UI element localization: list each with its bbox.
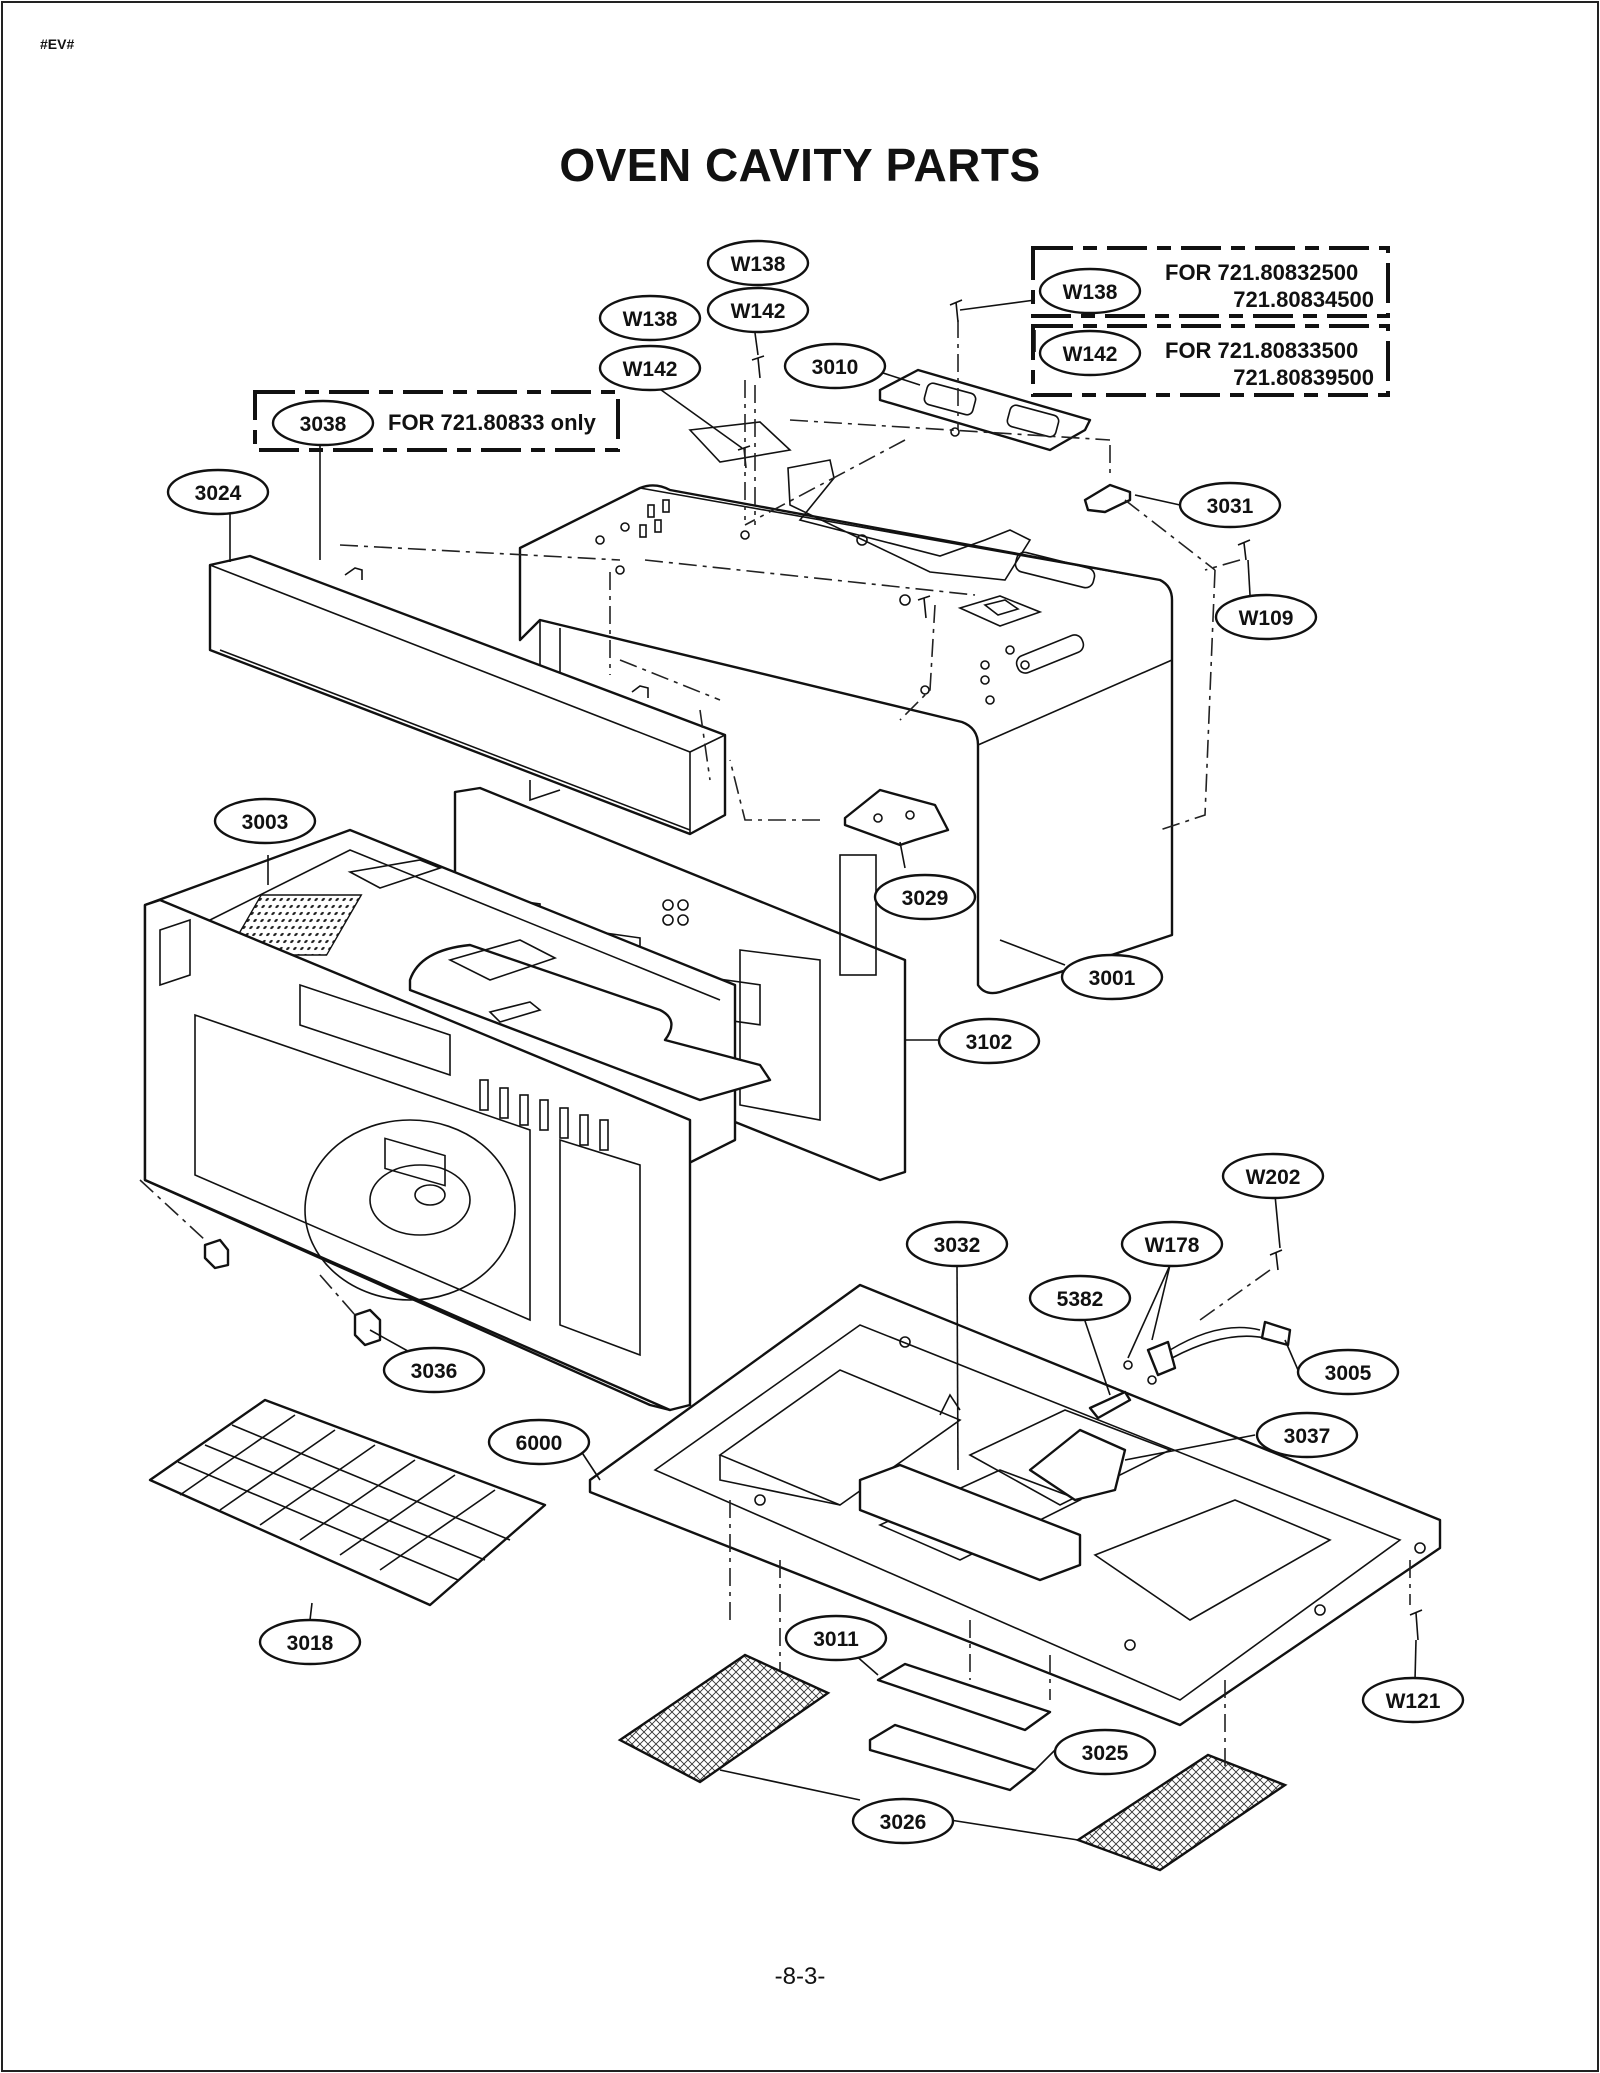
svg-text:3011: 3011 <box>813 1628 859 1651</box>
note-box-w142: FOR 721.80833500 721.80839500 <box>1031 324 1390 397</box>
base-plate-6000 <box>588 1283 1442 1727</box>
svg-text:W109: W109 <box>1239 607 1294 630</box>
svg-text:5382: 5382 <box>1057 1288 1104 1311</box>
svg-text:3001: 3001 <box>1089 967 1136 990</box>
page-number: -8-3- <box>774 1963 826 1990</box>
callout-3010: 3010 <box>783 342 887 390</box>
svg-text:3036: 3036 <box>411 1360 458 1383</box>
svg-text:3029: 3029 <box>902 887 949 910</box>
callout-w138-top: W138 <box>706 239 810 287</box>
svg-text:3018: 3018 <box>287 1632 334 1655</box>
svg-text:3010: 3010 <box>812 356 859 379</box>
callout-3032: 3032 <box>905 1220 1009 1268</box>
oven-rack-3018 <box>148 1398 547 1607</box>
callout-3038-note: 3038 <box>271 399 375 447</box>
svg-text:W138: W138 <box>1063 281 1118 304</box>
page-title: OVEN CAVITY PARTS <box>559 139 1041 191</box>
svg-text:W178: W178 <box>1145 1234 1200 1257</box>
sensor-5382 <box>1088 1390 1132 1420</box>
callout-3025: 3025 <box>1053 1728 1157 1776</box>
doc-id: #EV# <box>40 36 75 52</box>
svg-text:3038: 3038 <box>300 413 347 436</box>
grease-filter-left-3026 <box>617 1653 831 1784</box>
switch-left <box>203 1238 230 1270</box>
callout-w121: W121 <box>1361 1676 1465 1724</box>
callout-3026: 3026 <box>851 1797 955 1845</box>
callout-w142-note: W142 <box>1038 329 1142 377</box>
callout-w142-left: W142 <box>598 344 702 392</box>
bracket-3029 <box>843 788 950 847</box>
svg-text:3003: 3003 <box>242 811 289 834</box>
callout-w138-note: W138 <box>1038 267 1142 315</box>
svg-text:W121: W121 <box>1386 1690 1441 1713</box>
svg-text:3005: 3005 <box>1325 1362 1372 1385</box>
callout-w138-left: W138 <box>598 294 702 342</box>
connector-3005 <box>1146 1320 1292 1377</box>
svg-text:3031: 3031 <box>1207 495 1254 518</box>
callout-3003: 3003 <box>213 797 317 845</box>
callout-labels: 3038 W138 W142 W138 W142 W138 W142 3010 … <box>166 239 1465 1845</box>
callout-w202: W202 <box>1221 1152 1325 1200</box>
svg-text:3026: 3026 <box>880 1811 927 1834</box>
svg-text:721.80834500: 721.80834500 <box>1233 287 1374 312</box>
front-panel-3024 <box>208 554 727 836</box>
svg-text:3024: 3024 <box>195 482 242 505</box>
svg-text:W142: W142 <box>1063 343 1118 366</box>
callout-5382: 5382 <box>1028 1274 1132 1322</box>
svg-text:W138: W138 <box>623 308 678 331</box>
callout-3018: 3018 <box>258 1618 362 1666</box>
svg-text:W202: W202 <box>1246 1166 1301 1189</box>
callout-3031: 3031 <box>1178 481 1282 529</box>
callout-3029: 3029 <box>873 873 977 921</box>
screw-icons <box>737 299 1423 1641</box>
callout-3102: 3102 <box>937 1017 1041 1065</box>
svg-text:W142: W142 <box>731 300 786 323</box>
svg-text:3025: 3025 <box>1082 1742 1129 1765</box>
svg-text:W138: W138 <box>731 253 786 276</box>
callout-3005: 3005 <box>1296 1348 1400 1396</box>
callout-w109: W109 <box>1214 593 1318 641</box>
svg-text:W142: W142 <box>623 358 678 381</box>
callout-6000: 6000 <box>487 1418 591 1466</box>
svg-text:721.80839500: 721.80839500 <box>1233 365 1374 390</box>
lamp-lens-3011 <box>876 1662 1052 1732</box>
svg-text:FOR 721.80833500: FOR 721.80833500 <box>1165 338 1358 363</box>
callout-3011: 3011 <box>784 1614 888 1662</box>
svg-text:6000: 6000 <box>516 1432 563 1455</box>
callout-3036: 3036 <box>382 1346 486 1394</box>
leader-lines <box>229 299 1417 1841</box>
svg-text:3037: 3037 <box>1284 1425 1331 1448</box>
outer-case-3001 <box>518 421 1174 995</box>
inner-cavity-3003 <box>143 828 772 1412</box>
callout-3001: 3001 <box>1060 953 1164 1001</box>
lamp-cover-3025 <box>868 1723 1037 1792</box>
svg-text:3102: 3102 <box>966 1031 1013 1054</box>
callout-3037: 3037 <box>1255 1411 1359 1459</box>
switch-3036 <box>353 1308 382 1347</box>
callout-w178: W178 <box>1120 1220 1224 1268</box>
svg-text:FOR 721.80833 only: FOR 721.80833 only <box>388 410 597 435</box>
bracket-3031 <box>1083 483 1132 514</box>
callout-w142-top: W142 <box>706 286 810 334</box>
grease-filter-right-3026 <box>1075 1753 1288 1872</box>
assembly-guide-lines <box>139 320 1411 1770</box>
svg-text:FOR 721.80832500: FOR 721.80832500 <box>1165 260 1358 285</box>
top-bracket-3010 <box>878 368 1092 452</box>
note-box-w138: FOR 721.80832500 721.80834500 <box>1031 246 1390 318</box>
svg-text:3032: 3032 <box>934 1234 981 1257</box>
callout-3024: 3024 <box>166 468 270 516</box>
note-box-3038: FOR 721.80833 only <box>253 390 620 452</box>
